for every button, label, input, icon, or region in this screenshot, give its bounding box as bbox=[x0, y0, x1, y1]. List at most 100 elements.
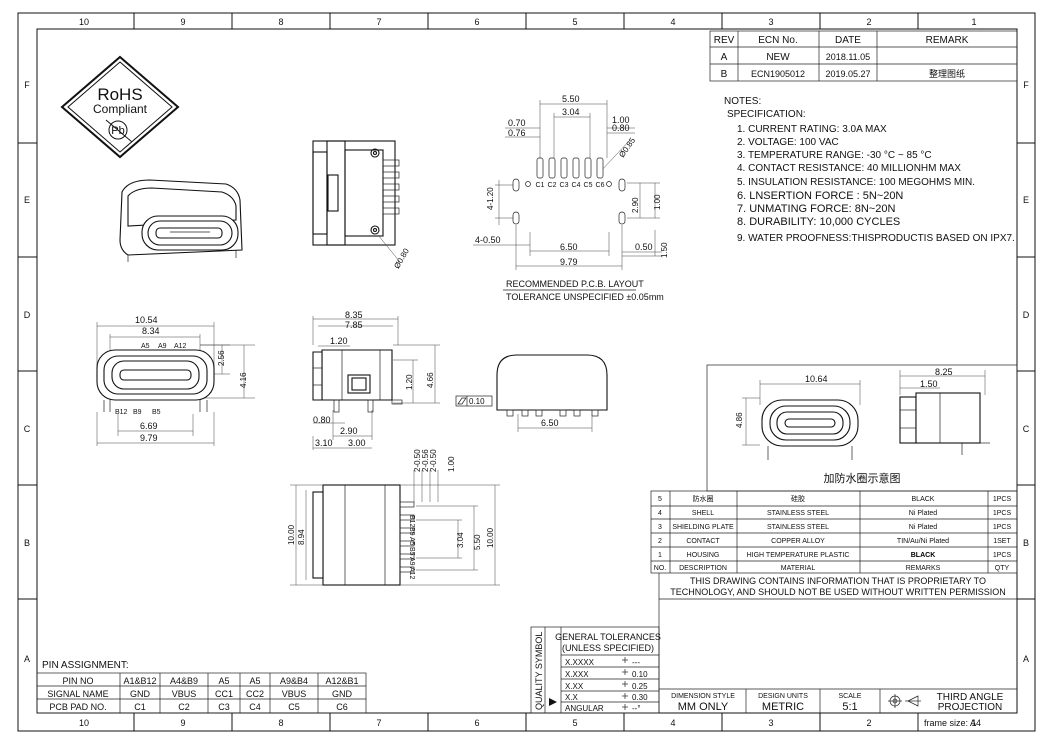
row-label: A bbox=[24, 654, 30, 664]
flatness-value: 0.10 bbox=[469, 397, 485, 406]
pin-cell: C4 bbox=[249, 702, 261, 712]
dim-300: 3.00 bbox=[348, 438, 366, 448]
dim-050: 0.50 bbox=[635, 242, 653, 252]
col-label: 9 bbox=[180, 718, 185, 728]
pad-label: C3 bbox=[560, 182, 569, 189]
rev-cell: A bbox=[721, 52, 728, 63]
notes-title: NOTES: bbox=[724, 96, 761, 107]
dim-100v: 1.00 bbox=[653, 194, 662, 210]
remark-cell: 整理图纸 bbox=[929, 68, 965, 79]
tol-format: X.XXX bbox=[565, 670, 589, 679]
bom-cell: STAINLESS STEEL bbox=[767, 510, 829, 517]
dim-120: 1.20 bbox=[330, 336, 348, 346]
dim-150: 1.50 bbox=[920, 379, 938, 389]
notes: NOTES: SPECIFICATION: 1. CURRENT RATING:… bbox=[724, 96, 1015, 244]
pin-label: B9 bbox=[408, 527, 415, 536]
tol-format: X.XX bbox=[565, 682, 584, 691]
dim-style-value: MM ONLY bbox=[678, 701, 729, 713]
pin-cell: A1&B12 bbox=[123, 676, 156, 686]
dim-894: 8.94 bbox=[297, 529, 306, 545]
col-label: 4 bbox=[670, 17, 675, 27]
projection-line-1: THIRD ANGLE bbox=[937, 692, 1004, 703]
pin-cell: C6 bbox=[336, 702, 348, 712]
rev-header: REV bbox=[714, 35, 735, 46]
pin-cell: C5 bbox=[288, 702, 300, 712]
row-label: B bbox=[24, 538, 30, 548]
tol-value: --- bbox=[632, 658, 640, 667]
row-label: F bbox=[24, 80, 30, 90]
rohs-logo: RoHS Compliant Pb bbox=[60, 55, 180, 159]
note-item: 4. CONTACT RESISTANCE: 40 MILLIONHM MAX bbox=[737, 163, 961, 174]
pad-label: C4 bbox=[572, 182, 581, 189]
note-item: 8. DURABILITY: 10,000 CYCLES bbox=[737, 216, 900, 228]
dim-256: 2.56 bbox=[217, 350, 226, 366]
row-labels: F E D C B A F E D C B A bbox=[24, 80, 1030, 664]
bottom-view: 10.00 8.94 2-0.50 2-0.56 2-0.50 1.00 3.0… bbox=[287, 449, 500, 586]
row-label: D bbox=[24, 310, 31, 320]
note-item: 5. INSULATION RESISTANCE: 100 MEGOHMS MI… bbox=[737, 177, 975, 188]
col-label: 2 bbox=[866, 17, 871, 27]
note-item: 3. TEMPERATURE RANGE: -30 °C ~ 85 °C bbox=[737, 150, 932, 161]
bom-header: QTY bbox=[995, 565, 1010, 572]
dim-834: 8.34 bbox=[142, 326, 160, 336]
pin-cell: A5 bbox=[249, 676, 260, 686]
dim-825: 8.25 bbox=[935, 367, 953, 377]
date-cell: 2018.11.05 bbox=[826, 52, 870, 62]
tol-format: X.XXXX bbox=[565, 658, 595, 667]
pin-cell: CC2 bbox=[246, 689, 264, 699]
col-label: 3 bbox=[768, 17, 773, 27]
col-label: 6 bbox=[474, 17, 479, 27]
dim-120v: 1.20 bbox=[405, 374, 414, 390]
bom-cell: 硅胶 bbox=[791, 494, 805, 503]
row-label: E bbox=[1023, 195, 1029, 205]
bom-cell: SHIELDING PLATE bbox=[672, 524, 734, 531]
pin-label: A9 bbox=[408, 557, 415, 566]
dim-070: 0.70 bbox=[508, 118, 526, 128]
bom-cell: HOUSING bbox=[687, 552, 720, 559]
row-label: E bbox=[24, 195, 30, 205]
pin-cell: CC1 bbox=[215, 689, 233, 699]
bom-cell: CONTACT bbox=[686, 538, 720, 545]
dim-650: 6.50 bbox=[560, 242, 578, 252]
rohs-title: RoHS bbox=[97, 85, 142, 104]
col-label: 5 bbox=[572, 718, 577, 728]
col-label: 3 bbox=[768, 718, 773, 728]
pin-cell: PCB PAD NO. bbox=[49, 702, 106, 712]
row-label: C bbox=[1023, 424, 1030, 434]
bom-header: NO. bbox=[654, 565, 667, 572]
ecn-cell: ECN1905012 bbox=[751, 69, 805, 79]
note-item: 6. LNSERTION FORCE : 5N~20N bbox=[737, 190, 903, 202]
dim-1054: 10.54 bbox=[135, 315, 158, 325]
tol-value: 0.30 bbox=[632, 693, 648, 702]
date-cell: 2019.05.27 bbox=[825, 69, 870, 79]
pad-label: C1 bbox=[536, 182, 545, 189]
col-label: 5 bbox=[572, 17, 577, 27]
dim-080: 0.80 bbox=[313, 415, 331, 425]
dim-d085: Ø0.85 bbox=[617, 136, 637, 159]
tol-value: 0.10 bbox=[632, 670, 648, 679]
bom-cell: HIGH TEMPERATURE PLASTIC bbox=[747, 552, 850, 559]
pin-assignment-title: PIN ASSIGNMENT: bbox=[42, 660, 129, 671]
dim-4x120: 4-1.20 bbox=[486, 187, 495, 210]
col-label: 7 bbox=[376, 17, 381, 27]
isometric-view bbox=[119, 179, 243, 262]
dim-466: 4.66 bbox=[426, 372, 435, 388]
dim-1064: 10.64 bbox=[805, 374, 828, 384]
remark-header: REMARK bbox=[926, 35, 969, 46]
projection-line-2: PROJECTION bbox=[938, 702, 1002, 713]
row-label: D bbox=[1023, 310, 1030, 320]
pad-label: C2 bbox=[548, 182, 557, 189]
bom-table: 5 防水圈 硅胶 BLACK 1PCS 4 SHELL STAINLESS ST… bbox=[650, 490, 1018, 574]
dim-550: 5.50 bbox=[473, 534, 482, 550]
bom-cell: COPPER ALLOY bbox=[771, 538, 825, 545]
ecn-cell: NEW bbox=[766, 52, 790, 63]
bom-cell: 1PCS bbox=[993, 524, 1012, 531]
front-view: 10.54 8.34 2.56 4.16 6.69 9.79 A5 A9 A12… bbox=[96, 315, 255, 446]
pad-label: C5 bbox=[584, 182, 593, 189]
tolerances-block: QUALITY SYMBOL GENERAL TOLERANCES (UNLES… bbox=[530, 626, 661, 714]
dim-style-label: DIMENSION STYLE bbox=[671, 693, 735, 700]
dim-486: 4.86 bbox=[735, 412, 744, 428]
bom-cell: 5 bbox=[658, 496, 662, 503]
bom-cell: BLACK bbox=[912, 496, 935, 503]
